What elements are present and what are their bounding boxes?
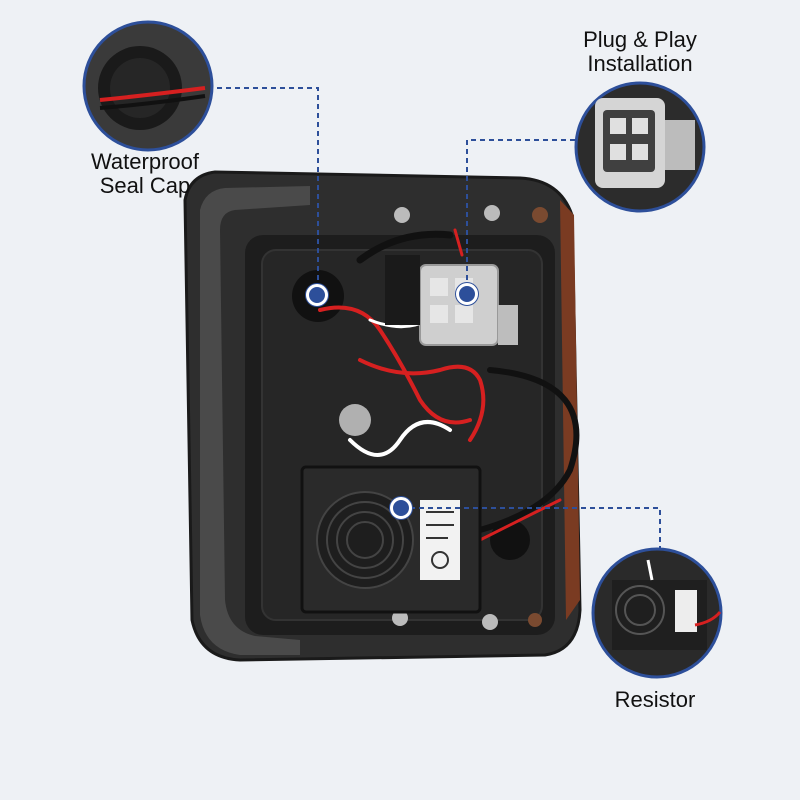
resistor-hotspot[interactable] xyxy=(390,497,412,519)
plug-label-line2: Installation xyxy=(587,51,693,76)
seal-cap-label-line2: Seal Cap xyxy=(99,173,191,198)
plug-and-play-label: Plug & Play Installation xyxy=(570,28,710,76)
resistor-module xyxy=(300,465,482,614)
seal-cap-hotspot[interactable] xyxy=(306,284,328,306)
resistor-label: Resistor xyxy=(600,688,710,712)
seal-cap-closeup-icon xyxy=(82,20,214,152)
connector-closeup-icon xyxy=(574,81,706,213)
resistor-closeup-icon xyxy=(591,547,723,679)
plug-label-line1: Plug & Play xyxy=(583,27,697,52)
resistor-label-text: Resistor xyxy=(614,687,696,712)
seal-cap-label-line1: Waterproof xyxy=(90,149,199,174)
waterproof-seal-cap-label: Waterproof Seal Cap xyxy=(80,150,210,198)
plug-connector-hotspot[interactable] xyxy=(456,283,478,305)
